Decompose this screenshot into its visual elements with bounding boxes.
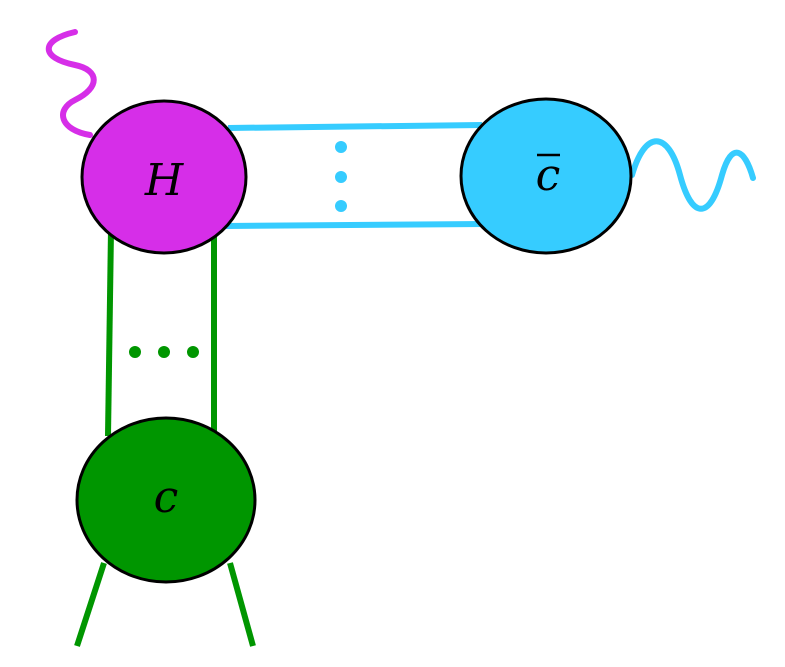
anticollinear-line-top (227, 122, 483, 131)
anticollinear-vertex-label: c (536, 150, 561, 201)
hard-vertex (80, 99, 248, 255)
anticollinear-vertex (459, 97, 633, 255)
collinear-leg-left (74, 562, 107, 647)
collinear-vertex (75, 416, 257, 584)
anticollinear-line-bottom (225, 221, 485, 229)
hard-photon-wavy-line-icon (45, 29, 97, 138)
collinear-vertex-label: c (154, 472, 179, 523)
collinear-leg-right (227, 562, 256, 647)
collinear-line-left (105, 229, 114, 437)
hard-vertex-label: H (144, 155, 185, 206)
anticollinear-photon-wavy-line-icon (629, 138, 756, 212)
horizontal-dots-icon (129, 346, 199, 358)
vertical-dots-icon (335, 141, 347, 212)
